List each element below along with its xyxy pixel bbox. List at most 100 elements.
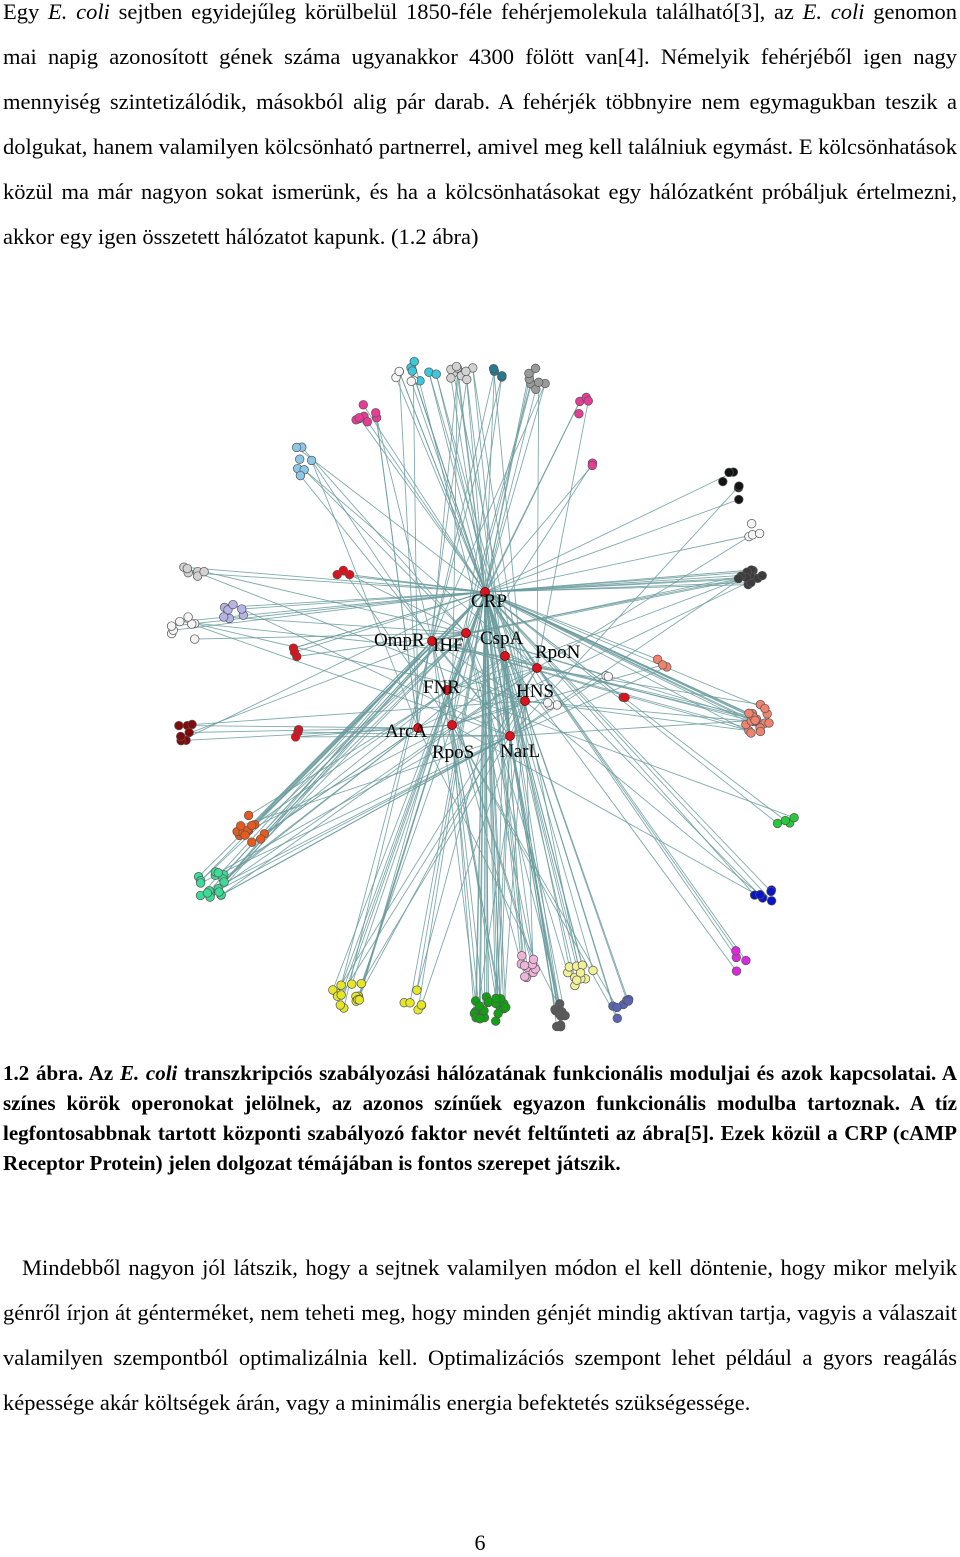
network-edge xyxy=(484,465,593,593)
hub-label-ompr: OmpR xyxy=(374,630,425,651)
operon-node xyxy=(240,830,250,840)
hub-edge xyxy=(504,655,511,737)
operon-node xyxy=(451,361,462,372)
network-diagram: CRP OmpR IHF CspA RpoN FNR HNS ArcA RpoS… xyxy=(166,356,799,1032)
network-edge xyxy=(484,591,752,722)
hub-edge xyxy=(451,700,526,726)
operon-node xyxy=(734,481,744,491)
network-edge xyxy=(340,700,526,996)
operon-node xyxy=(520,971,530,982)
network-edge xyxy=(431,640,533,965)
hub-labels: CRP OmpR IHF CspA RpoN FNR HNS ArcA RpoS… xyxy=(374,591,581,763)
operon-node xyxy=(718,476,728,487)
operon-node xyxy=(289,647,300,657)
operon-node xyxy=(336,980,346,990)
operon-node xyxy=(488,364,499,374)
operon-node xyxy=(214,887,224,897)
network-edge xyxy=(194,632,467,640)
operon-node xyxy=(766,896,777,906)
network-edge xyxy=(362,404,486,593)
operon-node xyxy=(247,837,257,847)
operon-node xyxy=(336,990,346,1000)
hub-node-ompr xyxy=(427,636,437,646)
network-edge xyxy=(484,591,499,1014)
operon-node xyxy=(446,373,456,383)
network-edge xyxy=(484,571,748,593)
network-edge xyxy=(484,591,624,698)
hub-node-cspa xyxy=(500,651,510,661)
network-edge xyxy=(495,655,506,1004)
network-edge xyxy=(248,724,453,831)
hub-label-ihf: IHF xyxy=(433,635,464,656)
hub-node-crp xyxy=(480,587,490,597)
operon-node xyxy=(588,965,598,976)
network-edge xyxy=(484,591,525,966)
operon-node xyxy=(612,1013,622,1023)
operon-node xyxy=(219,877,229,887)
operon-node xyxy=(766,886,776,897)
network-edge xyxy=(504,655,754,722)
operon-node xyxy=(175,616,185,627)
network-edge xyxy=(465,632,609,678)
network-edge xyxy=(395,377,486,593)
network-edge xyxy=(311,460,419,729)
operon-node xyxy=(406,376,416,386)
network-edge xyxy=(187,725,419,729)
network-edge xyxy=(446,574,751,691)
network-edge xyxy=(173,591,486,631)
caption-text-1: 1.2 ábra. Az xyxy=(3,1061,120,1085)
operon-node xyxy=(612,1002,622,1013)
operon-node xyxy=(744,708,754,718)
operon-node xyxy=(724,467,734,478)
operon-node xyxy=(213,868,223,878)
hub-edge xyxy=(509,700,526,737)
network-edge xyxy=(412,380,419,729)
operon-node xyxy=(394,366,404,377)
network-edge xyxy=(484,591,772,902)
operon-node xyxy=(166,621,177,631)
operon-node xyxy=(199,567,209,577)
network-edge xyxy=(484,591,534,960)
network-edge xyxy=(484,591,522,964)
hub-edge xyxy=(484,591,511,737)
body-paragraph-intro: Egy E. coli sejtben egyidejűleg körülbel… xyxy=(3,0,957,259)
hub-label-rpon: RpoN xyxy=(535,642,581,663)
operon-node xyxy=(190,634,200,644)
operon-node xyxy=(772,818,783,829)
operon-node xyxy=(733,573,744,584)
network-edge xyxy=(296,447,486,593)
network-edge xyxy=(499,735,511,999)
network-edge xyxy=(171,591,486,627)
operon-node xyxy=(192,571,203,581)
operon-node xyxy=(356,978,367,989)
network-edge xyxy=(363,416,486,593)
network-edge xyxy=(509,735,566,1016)
operon-node xyxy=(603,671,613,682)
network-edge xyxy=(435,373,506,657)
network-edge xyxy=(465,632,569,973)
operon-node xyxy=(347,979,357,989)
operon-node xyxy=(731,946,741,956)
operon-node xyxy=(577,960,588,970)
operon-node xyxy=(519,960,530,971)
hub-node-narl xyxy=(505,731,515,741)
network-edge xyxy=(180,591,486,742)
para1-text-3: genomon mai napig azonosított gének szám… xyxy=(3,0,958,249)
hub-label-cspa: CspA xyxy=(480,628,524,649)
caption-species: E. coli xyxy=(119,1061,178,1085)
hub-label-rpos: RpoS xyxy=(432,742,474,763)
network-edge xyxy=(296,632,467,657)
network-edge xyxy=(260,689,448,840)
network-edge xyxy=(180,640,433,737)
operon-node xyxy=(528,954,539,964)
network-edge xyxy=(411,370,486,593)
hub-node-rpos xyxy=(447,720,457,730)
network-edge xyxy=(431,640,477,1001)
operon-node xyxy=(574,409,584,419)
network-edge xyxy=(484,591,766,709)
network-edge xyxy=(337,574,486,593)
operon-node xyxy=(407,366,417,376)
network-edge xyxy=(183,566,486,593)
operon-node xyxy=(780,815,790,826)
network-edge xyxy=(509,666,667,737)
